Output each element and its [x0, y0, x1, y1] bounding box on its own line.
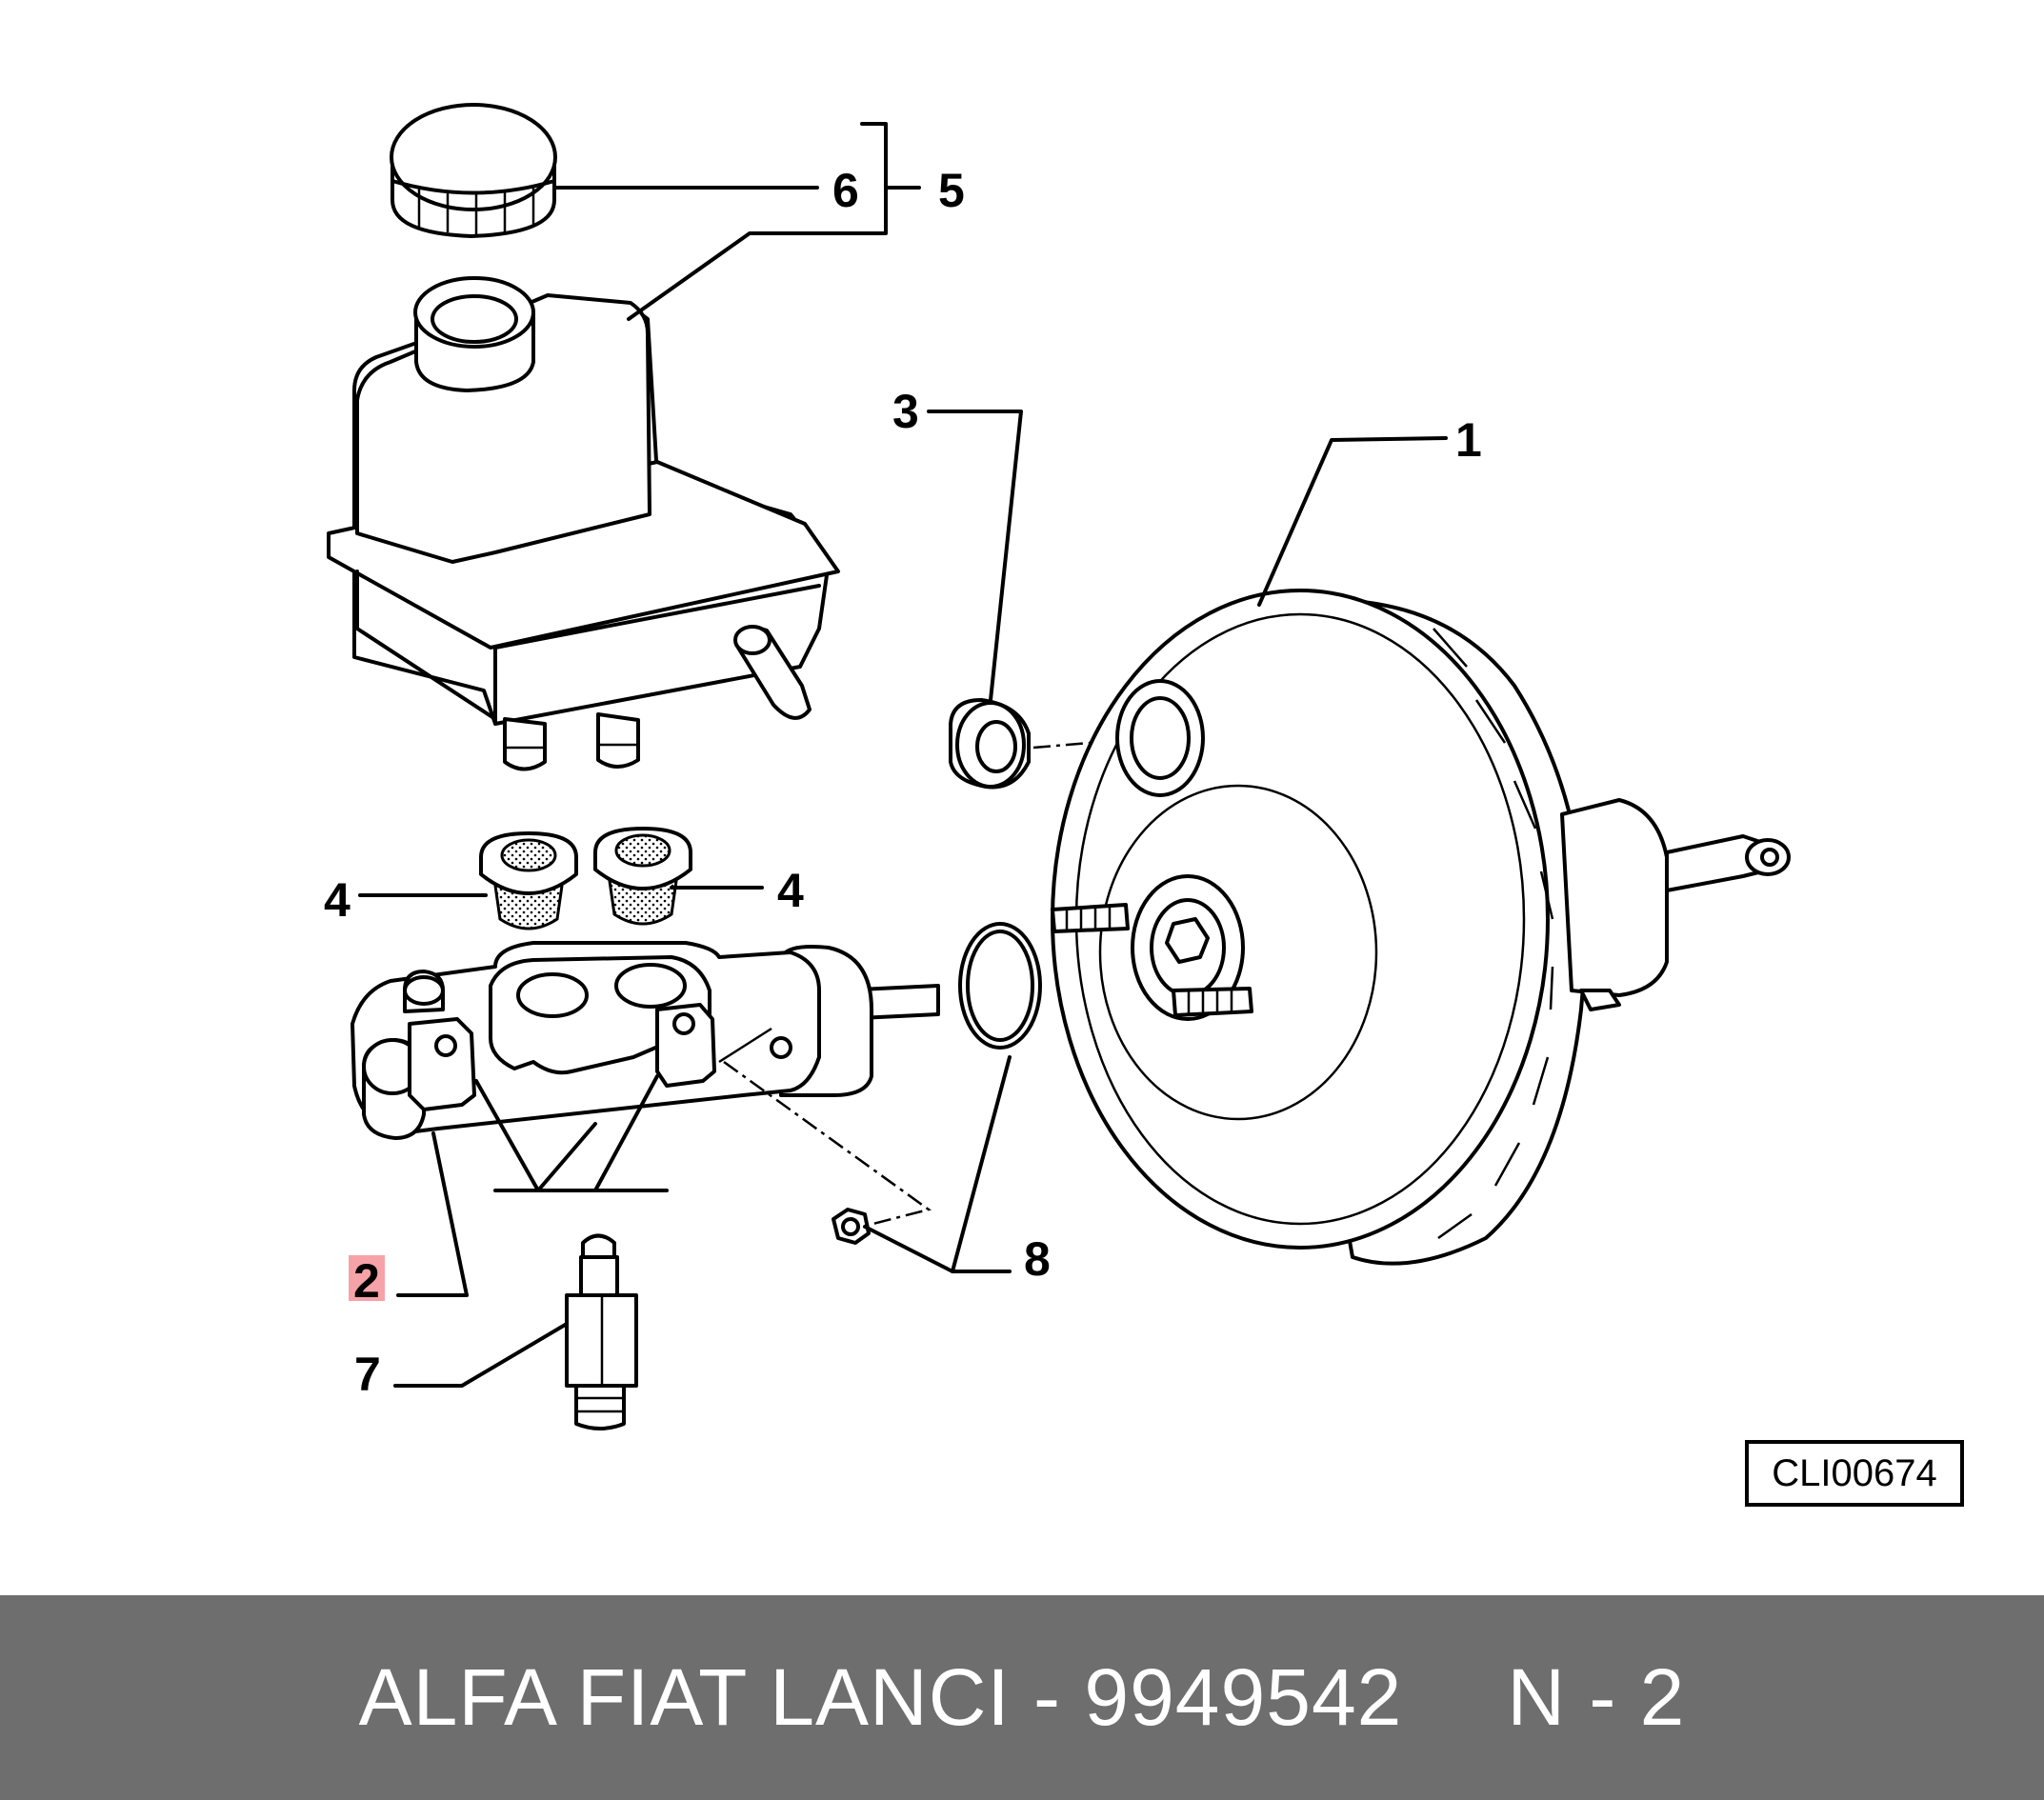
reservoir-side-nozzle: [733, 625, 812, 720]
callout-5: 5: [938, 164, 965, 217]
exploded-parts-diagram: 6 5 3 1 4 4 2 7 8: [324, 103, 1791, 1430]
diagram-reference-code: CLI00674: [1745, 1440, 1964, 1507]
reservoir-outlet-left: [503, 717, 547, 771]
callout-4-right: 4: [777, 864, 804, 917]
callout-8: 8: [1024, 1232, 1051, 1286]
reservoir-cap-part-6: [390, 103, 557, 238]
callout-leaders: [358, 122, 1448, 1388]
callout-1: 1: [1455, 413, 1482, 467]
reservoir-outlet-right: [596, 712, 640, 769]
callout-2: 2: [353, 1254, 380, 1308]
callout-3: 3: [892, 385, 919, 438]
fluid-reservoir-part-5: [327, 276, 840, 771]
seal-grommet-part-3: [949, 698, 1031, 790]
grommet-right-part-4: [593, 827, 692, 926]
callout-2-highlight: [349, 1255, 385, 1301]
brake-booster-part-1: [1051, 589, 1791, 1266]
diagram-position-text: N - 2: [1507, 1652, 1686, 1742]
nut-part-8: [832, 1208, 871, 1245]
master-cylinder-part-2: [351, 941, 940, 1192]
part-number-text: ALFA FIAT LANCI - 9949542: [358, 1652, 1403, 1742]
callout-4-left: 4: [324, 873, 351, 927]
nut-alignment-line: [723, 1060, 932, 1229]
o-ring-part-8: [958, 922, 1042, 1050]
callout-7: 7: [354, 1348, 381, 1401]
callout-6: 6: [832, 164, 859, 217]
part-footer-bar: ALFA FIAT LANCI - 9949542 N - 2: [0, 1595, 2044, 1800]
grommet-left-part-4: [479, 831, 578, 930]
stud-part-7: [565, 1233, 638, 1430]
